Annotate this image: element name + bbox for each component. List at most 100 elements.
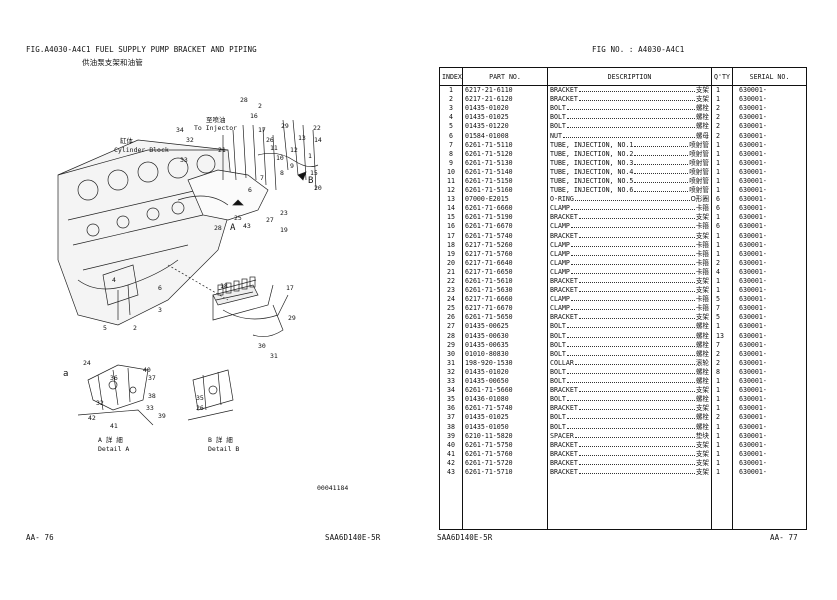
cell-qty: 2 (711, 113, 733, 123)
cell-serial: 630001- (732, 95, 807, 105)
cell-qty: 2 (711, 122, 733, 132)
cell-serial: 630001- (732, 167, 807, 177)
callout-number: 22 (313, 124, 321, 132)
cell-qty: 1 (711, 167, 733, 177)
cell-index: 11 (439, 176, 463, 187)
drawing-number: 00041184 (317, 484, 349, 492)
desc-chinese: 螺栓 (695, 395, 709, 404)
desc-chinese: 支架 (695, 86, 709, 95)
leader-dots (566, 414, 695, 420)
cell-index: 26 (439, 313, 463, 323)
cell-part-no: 6261-71-5760 (462, 449, 548, 459)
desc-chinese: 支架 (695, 467, 709, 476)
table-header-row: INDEX PART NO. DESCRIPTION Q'TY SERIAL N… (439, 67, 807, 86)
leader-dots (566, 378, 695, 384)
callout-number: 2 (258, 102, 262, 110)
cell-qty: 1 (711, 249, 733, 259)
desc-english: COLLAR (550, 358, 574, 367)
col-header-part-no: PART NO. (462, 67, 548, 86)
desc-chinese: 卡箍 (695, 295, 709, 304)
desc-chinese: 支架 (695, 286, 709, 295)
cell-serial: 630001- (732, 431, 807, 441)
cell-index: 23 (439, 286, 463, 296)
callout-number: 42 (88, 414, 96, 422)
cell-part-no: 6261-71-5650 (462, 313, 548, 323)
callout-number: 11 (270, 144, 278, 152)
left-footer-page: AA- 76 (26, 533, 54, 542)
cell-part-no: 6261-71-5120 (462, 149, 548, 159)
cell-part-no: 01435-00635 (462, 340, 548, 350)
leader-dots (578, 469, 695, 474)
callout-number: 36 (110, 374, 118, 382)
cell-part-no: 6261-71-5190 (462, 213, 548, 223)
cell-serial: 630001- (732, 458, 807, 468)
cell-serial: 630001- (732, 286, 807, 296)
desc-chinese: 支架 (695, 458, 709, 467)
callout-number: 28 (240, 96, 248, 104)
cell-part-no: 6261-71-5740 (462, 404, 548, 414)
callout-number: 5 (103, 324, 107, 332)
callout-number: 39 (158, 412, 166, 420)
cell-index: 43 (439, 467, 463, 478)
desc-chinese: 螺栓 (695, 340, 709, 349)
desc-english: TUBE, INJECTION, NO.5 (550, 176, 634, 185)
cell-part-no: 6261-71-5140 (462, 167, 548, 177)
cell-index: 40 (439, 440, 463, 450)
desc-english: BRACKET (550, 277, 578, 286)
callout-number: 31 (270, 352, 278, 360)
leader-dots (634, 151, 689, 156)
desc-english: TUBE, INJECTION, NO.4 (550, 167, 634, 176)
cell-qty: 1 (711, 276, 733, 287)
cell-qty: 1 (711, 395, 733, 405)
leader-dots (570, 223, 695, 229)
desc-english: TUBE, INJECTION, NO.6 (550, 186, 634, 195)
callout-number: 17 (258, 126, 266, 134)
desc-english: TUBE, INJECTION, NO.3 (550, 158, 634, 167)
cell-serial: 630001- (732, 322, 807, 332)
desc-chinese: 螺栓 (695, 322, 709, 331)
cell-serial: 630001- (732, 304, 807, 314)
cell-part-no: 6217-71-6650 (462, 267, 548, 277)
desc-chinese: 螺栓 (695, 331, 709, 340)
leader-dots (578, 214, 695, 220)
desc-english: CLAMP (550, 204, 570, 213)
cell-qty: 2 (711, 413, 733, 423)
cell-qty: 5 (711, 313, 733, 323)
desc-english: BOLT (550, 122, 566, 131)
cell-index: 38 (439, 422, 463, 432)
cell-serial: 630001- (732, 404, 807, 414)
desc-english: BRACKET (550, 313, 578, 322)
cell-index: 22 (439, 276, 463, 287)
callout-number: 38 (148, 392, 156, 400)
desc-english: BOLT (550, 377, 566, 386)
leader-dots (570, 260, 695, 265)
leader-dots (578, 278, 695, 284)
cell-description: BRACKET 支架 (547, 85, 712, 96)
leader-dots (578, 233, 695, 238)
leader-dots (574, 196, 690, 202)
callout-number: 3 (158, 306, 162, 314)
cell-serial: 630001- (732, 240, 807, 250)
desc-english: BRACKET (550, 86, 578, 95)
cell-part-no: 6217-71-6670 (462, 304, 548, 314)
arrow-b-label: B (308, 176, 313, 186)
